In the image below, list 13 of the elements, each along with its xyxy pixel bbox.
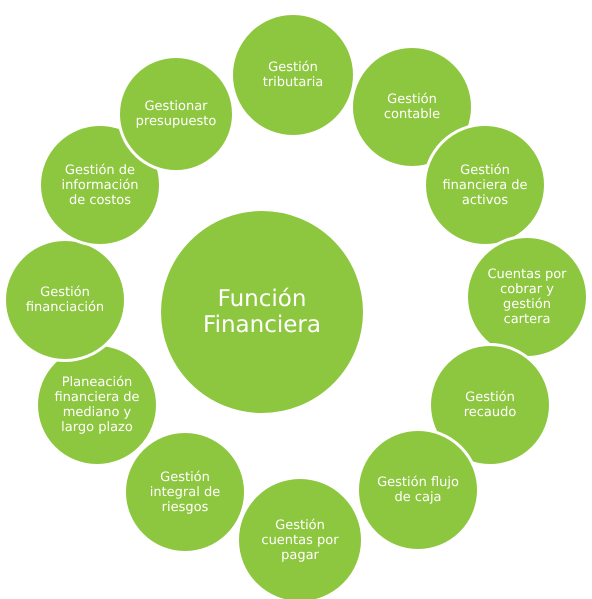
node-label: Planeación financiera de mediano y largo plazo bbox=[54, 375, 140, 435]
node-label: Gestión cuentas por pagar bbox=[260, 518, 340, 562]
node-label: Gestión financiera de activos bbox=[442, 162, 528, 208]
node-label: Gestionar presupuesto bbox=[134, 99, 218, 129]
node-label: Gestión flujo de caja bbox=[376, 475, 460, 505]
node-label: Gestión de información de costos bbox=[60, 162, 140, 208]
node-label: Función Financiera bbox=[202, 286, 322, 338]
node-label: Cuentas por cobrar y gestión cartera bbox=[486, 267, 568, 327]
node-label: Gestión recaudo bbox=[462, 390, 518, 420]
node-label: Gestión financiación bbox=[24, 285, 106, 315]
node-label: Gestión contable bbox=[382, 92, 442, 122]
node-label: Gestión integral de riesgos bbox=[148, 470, 222, 514]
node-label: Gestión tributaria bbox=[262, 60, 324, 90]
